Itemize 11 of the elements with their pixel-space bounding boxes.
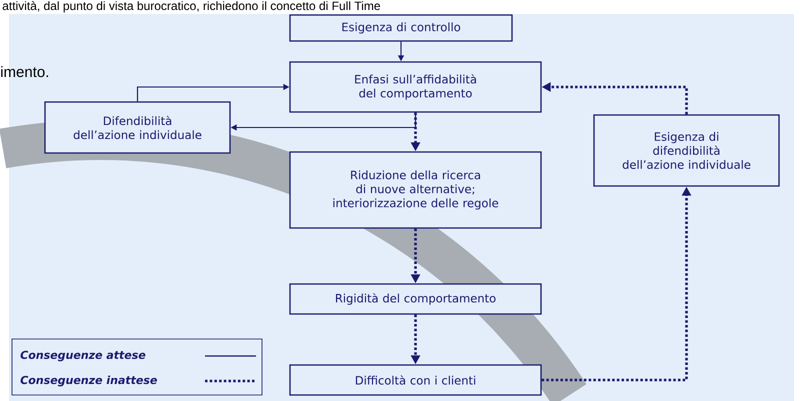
process-box: Esigenza di difendibilità dell’azione individuale — [593, 114, 780, 187]
process-box: Enfasi sull’affidabilità del comportamento — [289, 61, 542, 113]
legend-text: Conseguenze attese — [20, 350, 146, 362]
process-box: Riduzione della ricerca di nuove alternative; interiorizzazione delle regole — [289, 151, 542, 229]
process-box: Difendibilità dell’azione individuale — [44, 101, 231, 154]
legend-text: Conseguenze inattese — [20, 376, 157, 386]
body-text: attività, dal punto di vista burocratico, richiedono il concetto di Full Time — [2, 1, 380, 12]
process-box: Difficoltà con i clienti — [289, 364, 542, 396]
process-box: Rigidità del comportamento — [289, 283, 542, 315]
process-box: Esigenza di controllo — [289, 14, 513, 42]
body-text: imento. — [1, 66, 48, 78]
